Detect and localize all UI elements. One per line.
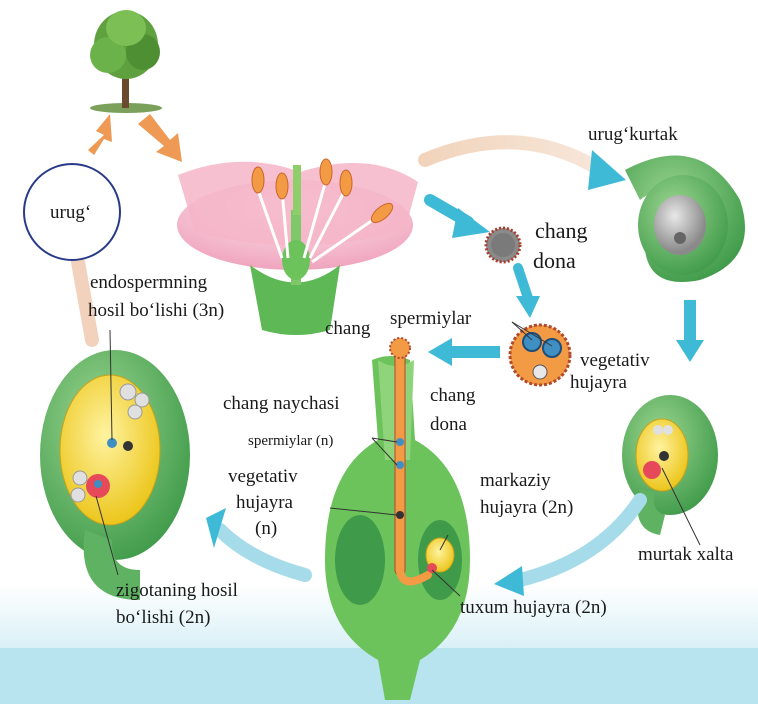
beige-arc-arrow bbox=[425, 142, 600, 170]
label-zigota-line2: bo‘lishi (2n) bbox=[116, 607, 210, 629]
label-zigota-line1: zigotaning hosil bbox=[116, 580, 238, 602]
ovule-murtak-xalta bbox=[622, 395, 718, 545]
label-markaziy-line1: markaziy bbox=[480, 470, 551, 492]
label-chang: chang bbox=[325, 318, 370, 340]
ovule-endosperm bbox=[40, 330, 190, 600]
label-tuxum-hujayra: tuxum hujayra (2n) bbox=[460, 597, 607, 619]
pollen-grain-mature bbox=[510, 322, 570, 385]
label-vegetativ-center-line3: (n) bbox=[255, 518, 277, 540]
blue-arrow-to-chang bbox=[428, 338, 500, 366]
label-murtak-xalta: murtak xalta bbox=[638, 544, 734, 566]
label-chang-dona-top-line2: dona bbox=[533, 248, 576, 274]
tree-icon bbox=[90, 10, 162, 113]
label-urugkurtak: urug‘kurtak bbox=[588, 124, 678, 146]
label-endosperm-line1: endospermning bbox=[90, 272, 207, 294]
label-chang-dona-mid-line1: chang bbox=[430, 385, 475, 407]
pollen-grain-top bbox=[486, 228, 520, 262]
blue-arrowhead-urugkurtak bbox=[588, 150, 626, 190]
label-markaziy-line2: hujayra (2n) bbox=[480, 497, 573, 519]
label-spermiylar: spermiylar bbox=[390, 308, 471, 330]
label-chang-dona-mid-line2: dona bbox=[430, 414, 467, 436]
blue-arrow-down-pollen bbox=[516, 268, 540, 318]
label-spermiylar-n: spermiylar (n) bbox=[248, 430, 333, 452]
blue-arrow-down-right bbox=[676, 300, 704, 362]
label-vegetativ-right-line2: hujayra bbox=[570, 372, 627, 394]
label-urug: urug‘ bbox=[50, 202, 91, 224]
label-vegetativ-right-line1: vegetativ bbox=[580, 350, 650, 372]
orange-arrow-up bbox=[88, 114, 112, 155]
label-chang-dona-top-line1: chang bbox=[535, 218, 588, 244]
label-chang-naychasi: chang naychasi bbox=[223, 393, 340, 415]
label-vegetativ-center-line2: hujayra bbox=[236, 492, 293, 514]
label-endosperm-line2: hosil bo‘lishi (3n) bbox=[88, 300, 224, 322]
blue-arrow-to-pollen bbox=[430, 200, 490, 238]
ovule-urugkurtak bbox=[625, 155, 745, 282]
label-vegetativ-center-line1: vegetativ bbox=[228, 466, 298, 488]
orange-arrow-down bbox=[138, 114, 182, 162]
